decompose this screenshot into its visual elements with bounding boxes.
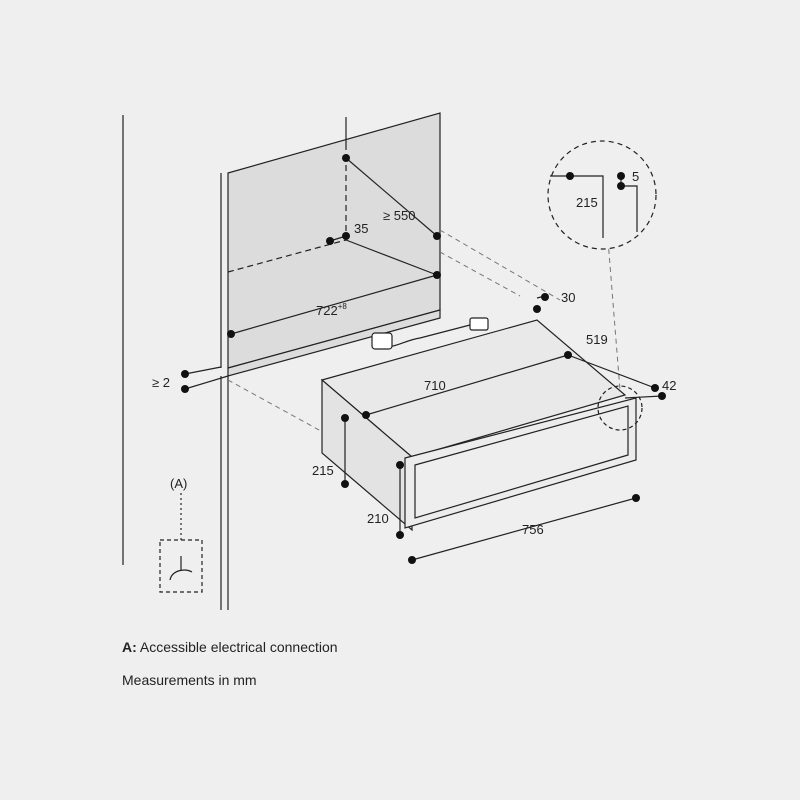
dot — [541, 293, 549, 301]
dot — [408, 556, 416, 564]
dim-line-body-width — [365, 354, 569, 416]
detail-circle[interactable] — [547, 140, 657, 250]
dim-line-overhang — [624, 395, 663, 399]
dot — [342, 232, 350, 240]
dim-line-side-gap — [184, 366, 222, 375]
dot — [341, 480, 349, 488]
dot — [433, 271, 441, 279]
label-niche-width-value: 722 — [316, 303, 338, 318]
dot — [227, 330, 235, 338]
legend-electrical-text: Accessible electrical connection — [139, 639, 338, 655]
guide-line-1 — [227, 379, 331, 437]
socket-icon — [169, 556, 193, 581]
dot — [362, 411, 370, 419]
label-rear-gap: 30 — [561, 290, 575, 305]
label-niche-width: 722+8 — [316, 302, 347, 318]
label-detail-offset: 5 — [632, 169, 639, 184]
label-body-height: 215 — [312, 463, 334, 478]
dim-line-front-width — [411, 497, 637, 561]
niche-dashed-floor — [227, 239, 347, 273]
label-niche-width-tolerance: +8 — [338, 302, 348, 311]
dim-line-clearance — [345, 157, 438, 237]
dot — [326, 237, 334, 245]
cabinet-niche — [227, 112, 441, 369]
detail-profile-inner — [621, 185, 638, 232]
dot — [433, 232, 441, 240]
label-front-width: 756 — [522, 522, 544, 537]
dim-line-niche-width — [230, 274, 438, 335]
power-connector — [469, 317, 489, 331]
dot — [632, 494, 640, 502]
dot — [658, 392, 666, 400]
label-front-overhang: 42 — [662, 378, 676, 393]
dot — [564, 351, 572, 359]
label-side-gap: ≥ 2 — [152, 375, 170, 390]
callout-label: (A) — [170, 476, 187, 491]
dot — [651, 384, 659, 392]
dot — [566, 172, 574, 180]
label-body-width: 710 — [424, 378, 446, 393]
label-body-depth: 519 — [586, 332, 608, 347]
dot — [341, 414, 349, 422]
appliance-front-inner — [414, 405, 629, 519]
detail-pointer-line — [607, 239, 621, 391]
dim-line-depth — [567, 354, 656, 389]
dot — [396, 461, 404, 469]
dim-line-side-gap-b — [184, 375, 229, 390]
dot — [617, 172, 625, 180]
electrical-box — [159, 539, 203, 593]
dot — [617, 182, 625, 190]
niche-floor-right — [345, 239, 438, 276]
detail-small-circle — [597, 385, 643, 431]
cabinet-base-board — [227, 309, 441, 377]
guide-line-2 — [439, 229, 561, 301]
power-plug — [371, 332, 393, 350]
dot — [181, 385, 189, 393]
dot — [396, 531, 404, 539]
dot — [181, 370, 189, 378]
label-detail-height: 215 — [576, 195, 598, 210]
dot — [342, 154, 350, 162]
legend-units: Measurements in mm — [122, 672, 257, 688]
legend-electrical: A: Accessible electrical connection — [122, 639, 338, 655]
label-clearance-depth: ≥ 550 — [383, 208, 415, 223]
guide-line-3 — [439, 251, 521, 297]
legend-key: A: — [122, 639, 137, 655]
label-front-height: 210 — [367, 511, 389, 526]
label-inset: 35 — [354, 221, 368, 236]
dot — [533, 305, 541, 313]
